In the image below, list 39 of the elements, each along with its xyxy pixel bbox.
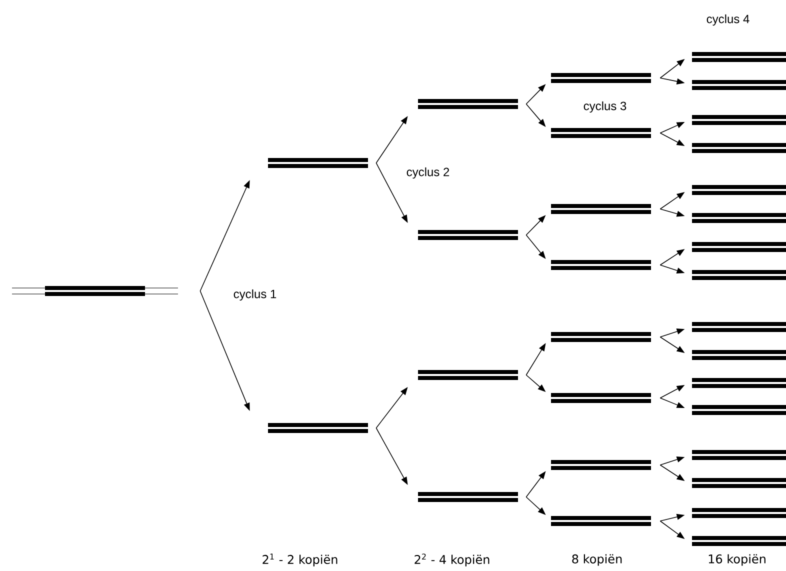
dna-copy-drawing	[692, 378, 786, 388]
dna-copy-drawing	[692, 213, 786, 223]
cycle-label: cyclus 1	[234, 289, 276, 301]
dna-copy-drawing	[692, 242, 786, 252]
dna-copy-drawing	[551, 393, 651, 403]
dna-copy-drawing	[551, 128, 651, 138]
dna-copy-drawing	[692, 536, 786, 546]
dna-copy-drawing	[692, 143, 786, 153]
copy-count-label: 16 kopiën	[708, 554, 766, 566]
dna-copy-drawing	[268, 158, 368, 168]
dna-copy-drawing	[418, 370, 518, 380]
dna-copy-drawing	[551, 260, 651, 270]
copy-count-label: 2$^{1}$ - 2 kopiën	[262, 554, 338, 566]
dna-copy-drawing	[692, 405, 786, 415]
dna-copy-drawing	[268, 423, 368, 433]
dna-copy-drawing	[692, 185, 786, 195]
dna-strand-drawing	[45, 286, 145, 296]
dna-copy-drawing	[692, 322, 786, 332]
dna-copy-drawing	[692, 450, 786, 460]
dna-copy-drawing	[551, 460, 651, 470]
dna-copy-drawing	[692, 115, 786, 125]
dna-copy-drawing	[551, 204, 651, 214]
dna-copy-drawing	[692, 350, 786, 360]
dna-copy-drawing	[692, 80, 786, 90]
dna-copy-drawing	[418, 230, 518, 240]
copy-count-label: 2$^{2}$ - 4 kopiën	[414, 554, 490, 566]
dna-copy-drawing	[692, 52, 786, 62]
cycle-label: cyclus 3	[584, 101, 626, 113]
dna-copy-drawing	[692, 270, 786, 280]
dna-copy-drawing	[692, 478, 786, 488]
dna-copy-drawing	[551, 73, 651, 83]
dna-copy-drawing	[692, 508, 786, 518]
cycle-label: cyclus 2	[406, 167, 450, 179]
dna-copy-drawing	[551, 332, 651, 342]
dna-copy-drawing	[418, 99, 518, 109]
dna-copy-drawing	[418, 492, 518, 502]
dna-copy-drawing	[551, 516, 651, 526]
cycle-label: cyclus 4	[706, 14, 750, 26]
copy-count-label: 8 kopiën	[572, 554, 622, 566]
